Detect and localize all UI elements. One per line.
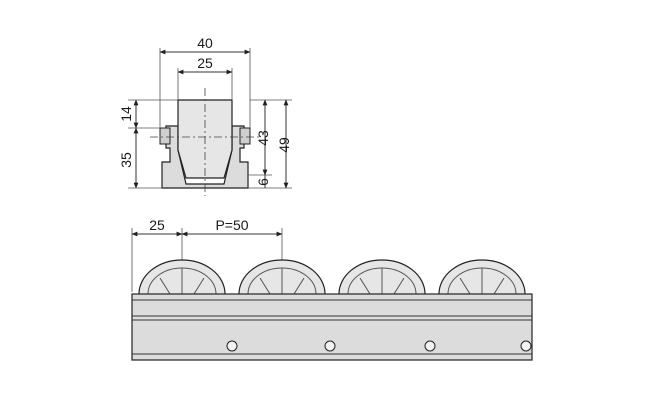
roller	[438, 259, 526, 295]
dim-label-pitch: P=50	[215, 217, 248, 233]
side-view: 25 P=50	[131, 217, 533, 361]
dim-label-49: 49	[276, 137, 292, 153]
roller	[238, 259, 326, 295]
dim-label-14: 14	[118, 106, 134, 122]
roller	[138, 259, 226, 295]
mounting-hole	[324, 340, 336, 352]
dim-label-6: 6	[255, 178, 271, 186]
cross-section-view: 40 25 14 35 43 6 49	[118, 35, 292, 196]
dim-label-43: 43	[255, 130, 271, 146]
dim-label-40: 40	[197, 35, 213, 51]
dim-label-25-top: 25	[197, 55, 213, 71]
mounting-hole	[226, 340, 238, 352]
mounting-hole	[520, 340, 532, 352]
left-axle	[159, 127, 171, 145]
dim-label-25-side: 25	[149, 217, 165, 233]
roller	[338, 259, 426, 295]
dim-label-35: 35	[118, 152, 134, 168]
mounting-hole	[424, 340, 436, 352]
right-axle	[239, 127, 251, 145]
